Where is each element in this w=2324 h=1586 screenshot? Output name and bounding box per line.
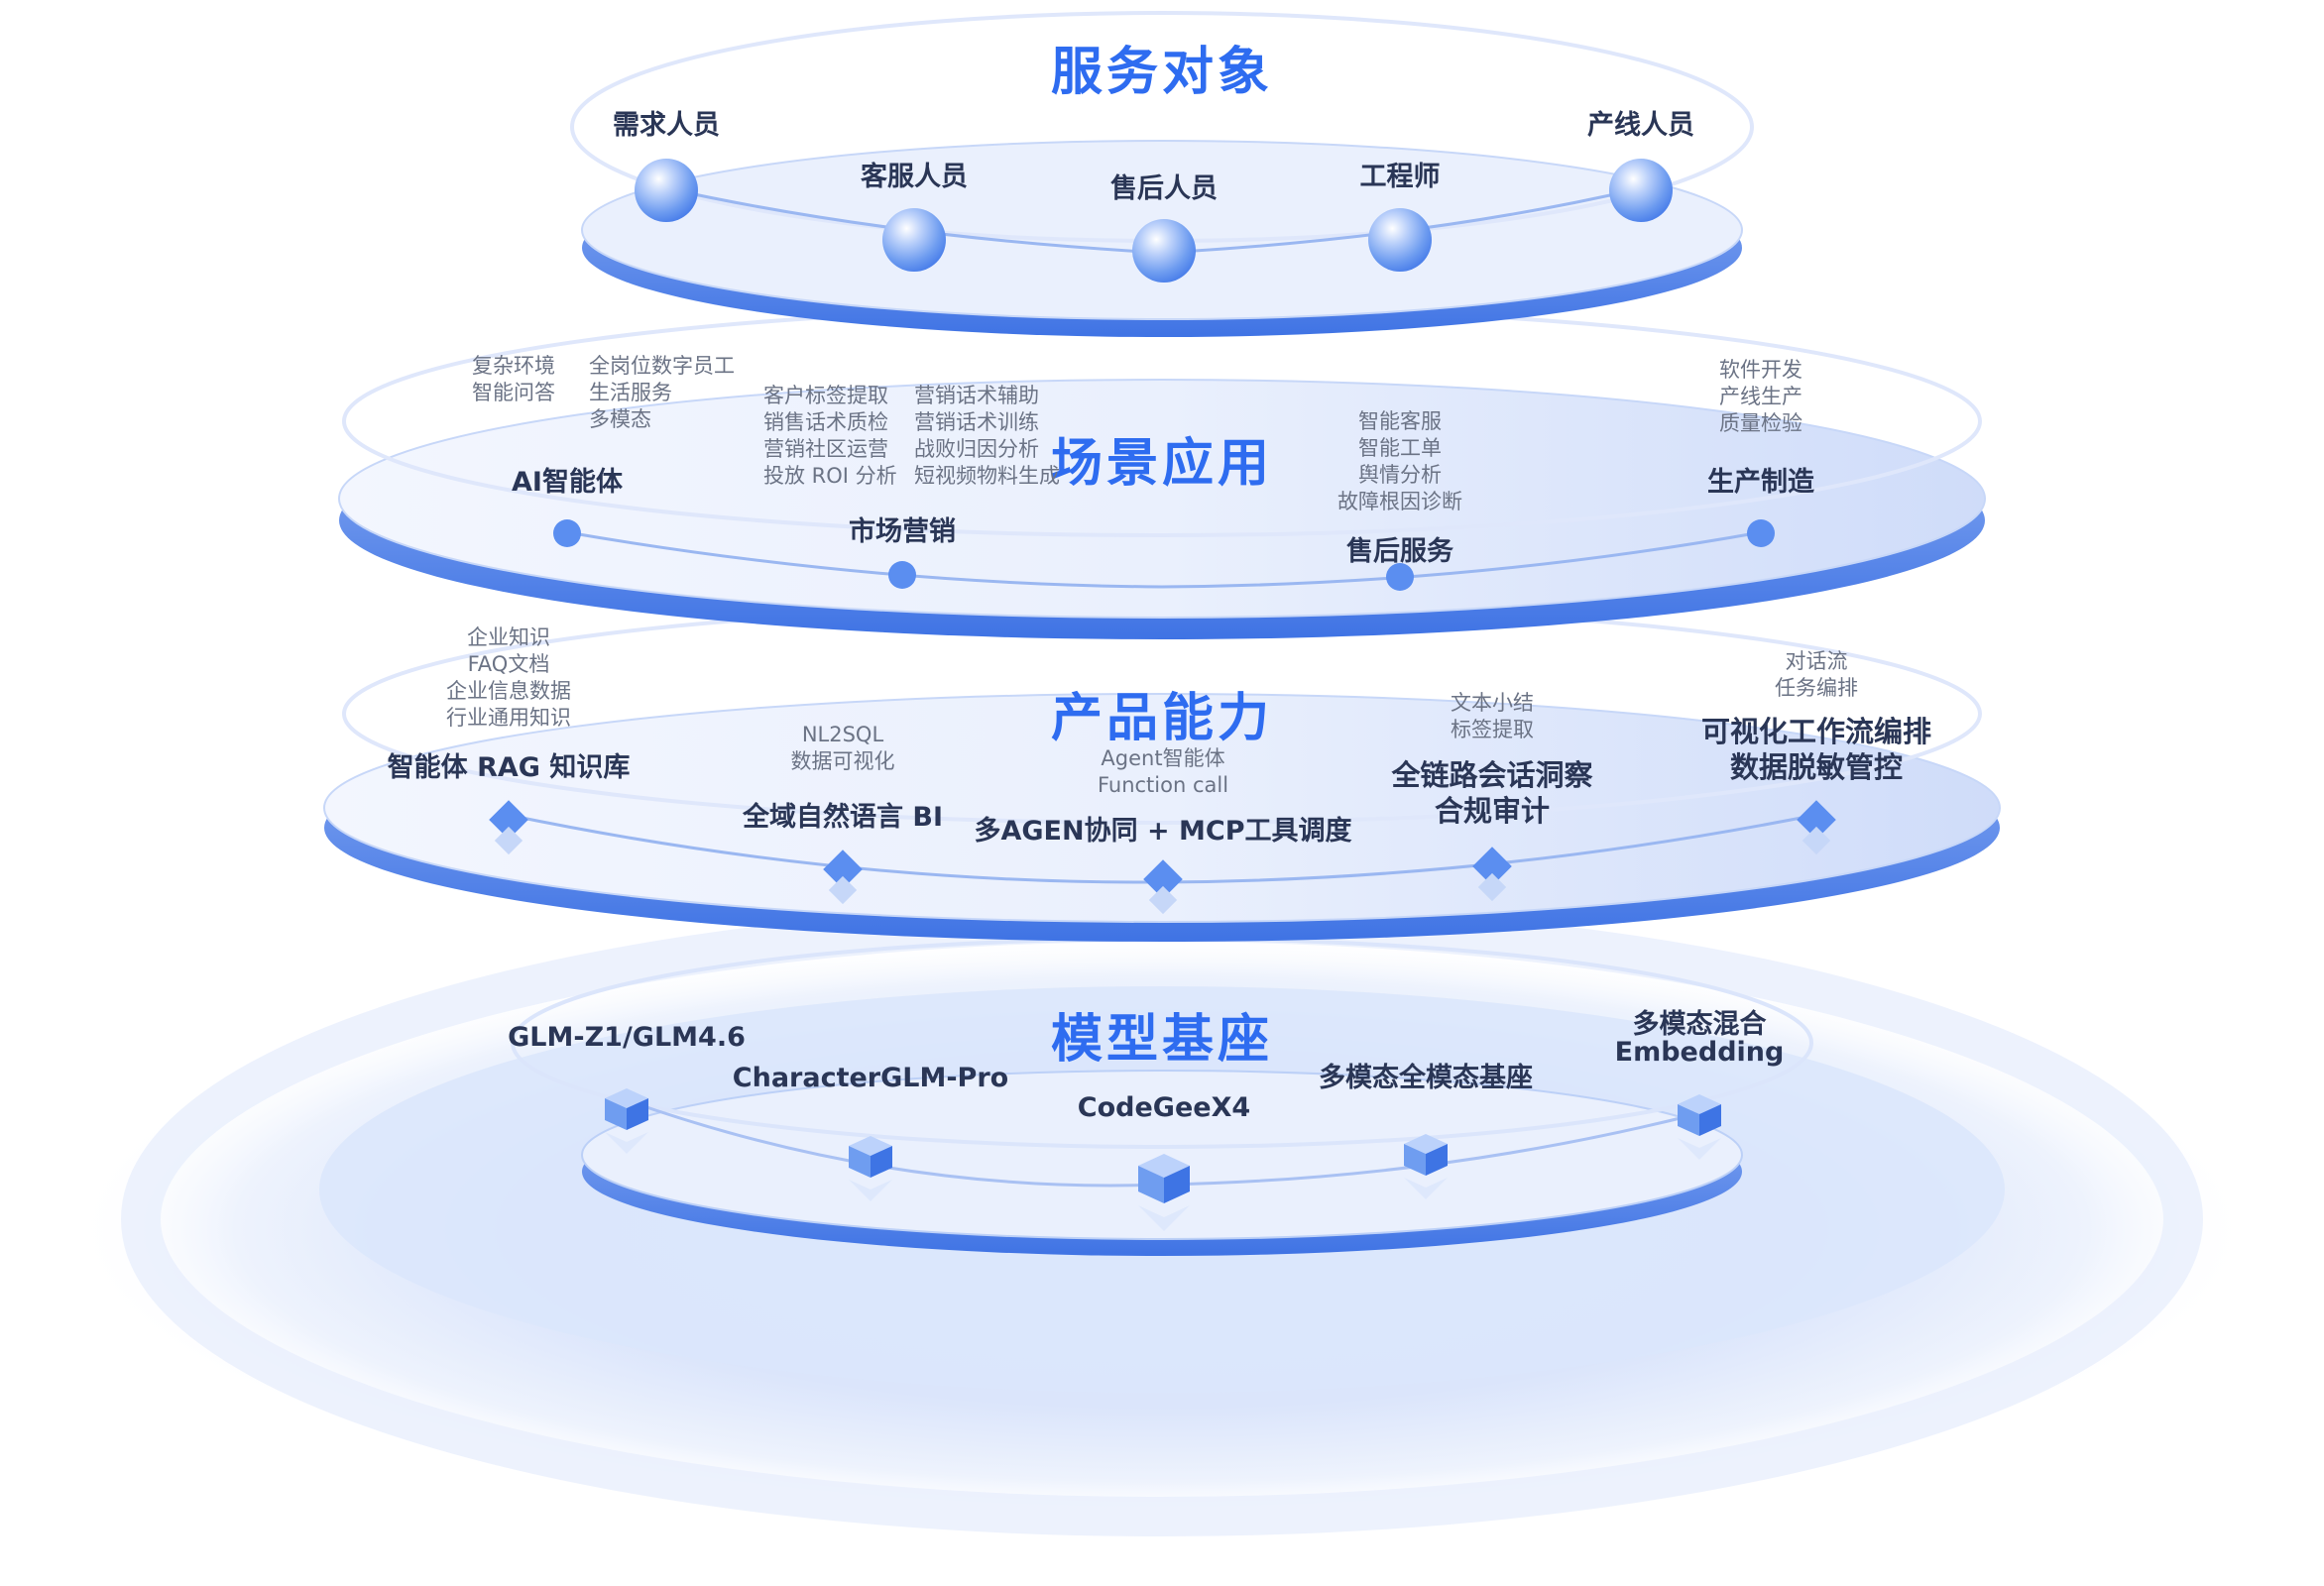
model-cube-4 [1404,1134,1448,1199]
sub-item: NL2SQL [801,723,884,746]
sphere-node-4 [1368,208,1432,272]
model-label: CodeGeeX4 [1077,1092,1251,1123]
capability-layer-title: 产品能力 [1050,689,1274,748]
capability-name: 可视化工作流编排 数据脱敏管控 [1701,714,1931,785]
scenario-sublist: 智能客服 智能工单 舆情分析 故障根因诊断 [1337,408,1462,515]
scenario-sublist: 复杂环境 智能问答 [472,353,555,406]
model-cube-3 [1138,1154,1190,1231]
scenario-sublist: 软件开发 产线生产 质量检验 [1719,357,1802,437]
sub-item: 智能客服 [1358,409,1442,433]
capability-name: 智能体 RAG 知识库 [387,752,631,783]
sub-item: 任务编排 [1775,676,1858,700]
foundation-layer-title: 模型基座 [1050,1010,1274,1070]
sub-item: 全岗位数字员工 [589,354,735,378]
sub-item: 企业信息数据 [446,679,571,703]
scenario-name: 市场营销 [849,516,956,547]
capability-name: 全域自然语言 BI [742,802,944,833]
scenario-sublist: 客户标签提取 销售话术质检 营销社区运营 投放 ROI 分析 [763,383,897,490]
role-label: 产线人员 [1587,110,1694,141]
sub-item: 营销话术辅助 [914,384,1039,407]
capability-diamond-5 [1797,800,1836,855]
sub-item: 对话流 [1785,649,1848,673]
capability-sublist: 对话流 任务编排 [1775,648,1858,702]
sub-item: FAQ文档 [467,652,550,676]
sub-item: 行业通用知识 [446,706,571,730]
scenario-track [566,530,1762,589]
sub-item: 标签提取 [1451,718,1534,741]
sphere-node-3 [1132,219,1196,283]
sub-item: 投放 ROI 分析 [763,464,897,488]
scenario-dot-3 [1386,563,1414,591]
sub-item: 智能问答 [472,381,555,404]
sub-item: 生活服务 [589,381,672,404]
scenario-name: 生产制造 [1707,467,1814,498]
sub-item: 企业知识 [467,625,550,649]
sub-item: 营销话术训练 [914,410,1039,434]
model-cube-2 [849,1136,892,1201]
scenario-name: 售后服务 [1346,536,1453,567]
model-label: GLM-Z1/GLM4.6 [508,1022,746,1053]
scenario-sublist: 营销话术辅助 营销话术训练 战败归因分析 短视频物料生成 [914,383,1060,490]
sub-item: 营销社区运营 [763,437,888,461]
model-label: 多模态全模态基座 [1319,1063,1533,1093]
capability-name-line: 合规审计 [1434,794,1551,828]
role-label: 客服人员 [861,162,968,192]
sub-item: 数据可视化 [790,749,895,773]
model-label-line: 多模态混合 [1632,1009,1767,1040]
model-label: CharacterGLM-Pro [732,1063,1009,1093]
scenario-name: AI智能体 [512,467,623,498]
model-label-line: Embedding [1614,1037,1785,1068]
capability-name-line: 可视化工作流编排 [1700,715,1932,748]
capability-diamond-2 [823,850,863,905]
sub-item: 产线生产 [1719,385,1802,408]
sub-item: 销售话术质检 [763,410,888,434]
model-cube-5 [1678,1094,1721,1160]
sub-item: Function call [1097,773,1229,797]
capability-name: 全链路会话洞察 合规审计 [1391,757,1592,829]
role-label: 需求人员 [613,110,720,141]
capability-diamond-1 [489,800,528,855]
sub-item: 文本小结 [1451,691,1534,715]
capability-name: 多AGEN协同 + MCP工具调度 [974,816,1352,847]
service-layer-title: 服务对象 [1050,43,1274,102]
model-label: 多模态混合 Embedding [1615,1011,1785,1067]
capability-sublist: Agent智能体 Function call [1098,745,1228,799]
capability-sublist: 企业知识 FAQ文档 企业信息数据 行业通用知识 [446,624,571,732]
sub-item: 复杂环境 [472,354,555,378]
scenario-layer-title: 场景应用 [1050,434,1274,494]
sub-item: 客户标签提取 [763,384,888,407]
sub-item: 软件开发 [1719,358,1802,382]
scenario-dot-4 [1747,519,1775,547]
capability-diamond-4 [1472,847,1512,902]
scenario-dot-2 [888,561,916,589]
sphere-node-2 [882,208,946,272]
sub-item: Agent智能体 [1101,746,1225,770]
capability-name-line: 数据脱敏管控 [1729,750,1904,784]
sphere-node-1 [635,159,698,222]
scenario-dot-1 [553,519,581,547]
sub-item: 质量检验 [1719,411,1802,435]
model-cube-1 [605,1088,648,1154]
capability-name-line: 全链路会话洞察 [1391,758,1593,792]
capability-sublist: NL2SQL 数据可视化 [791,722,895,775]
capability-diamond-3 [1143,859,1183,915]
sub-item: 短视频物料生成 [914,464,1060,488]
sub-item: 智能工单 [1358,436,1442,460]
sub-item: 战败归因分析 [914,437,1039,461]
sub-item: 多模态 [589,407,651,431]
sub-item: 故障根因诊断 [1337,490,1462,513]
sub-item: 舆情分析 [1358,463,1442,487]
role-label: 工程师 [1359,162,1441,192]
scenario-sublist: 全岗位数字员工 生活服务 多模态 [589,353,735,433]
role-label: 售后人员 [1110,173,1218,204]
sphere-node-5 [1609,159,1673,222]
capability-sublist: 文本小结 标签提取 [1451,690,1534,743]
